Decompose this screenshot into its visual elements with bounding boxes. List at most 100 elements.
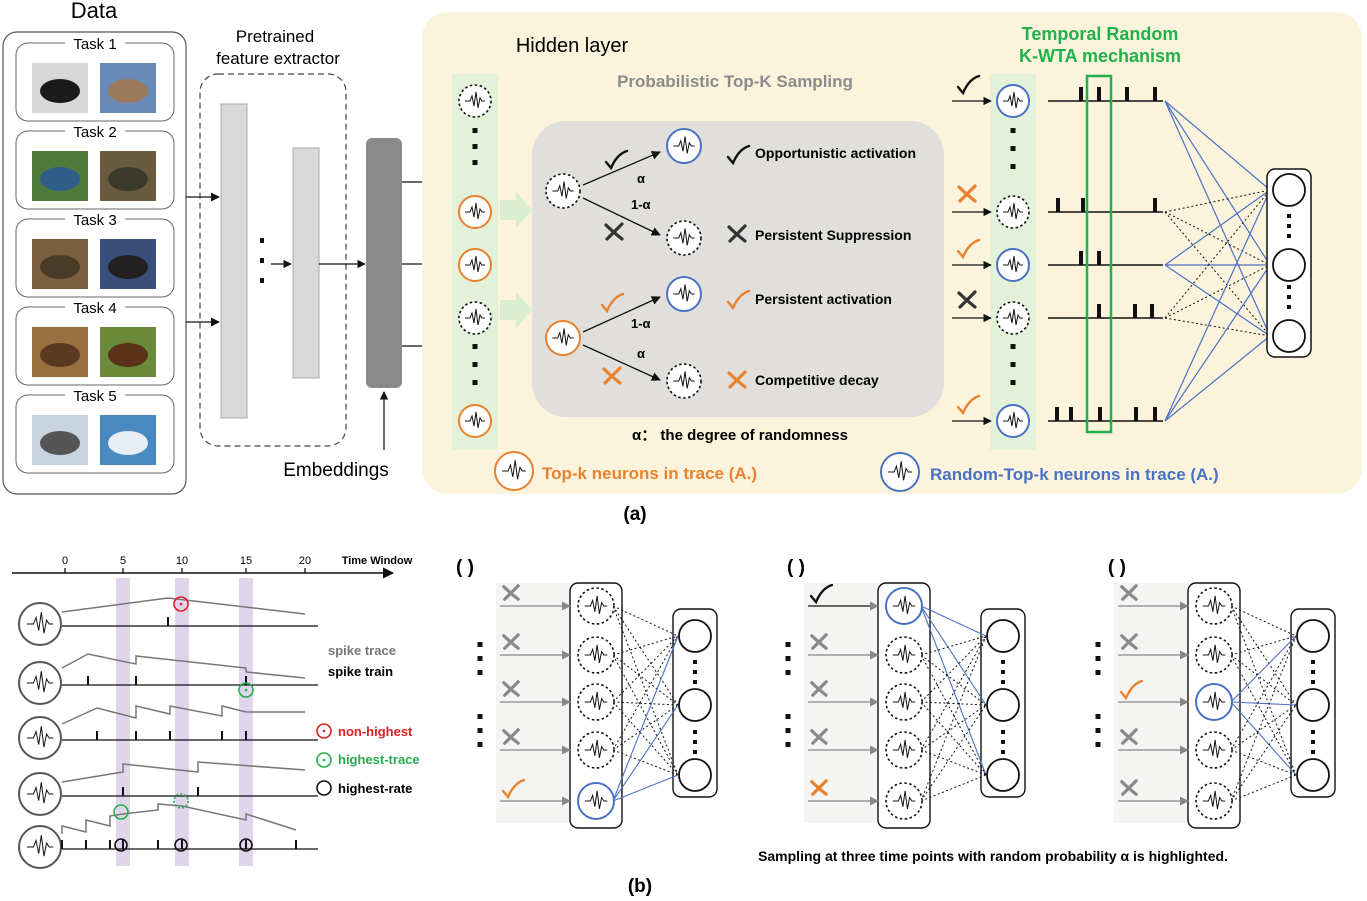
synapse: [612, 635, 679, 703]
tick-label: 10: [176, 555, 188, 567]
ellipsis-dots: [477, 642, 483, 675]
neuron-topk: [458, 195, 492, 229]
cross-icon: [957, 184, 977, 203]
synapse: [612, 605, 679, 776]
neuron-dashed: [545, 173, 581, 209]
spike: [1069, 407, 1073, 421]
synapse: [920, 704, 987, 802]
output-neuron: [986, 758, 1020, 792]
neuron-topk: [458, 248, 492, 282]
spike: [1125, 87, 1129, 101]
legend-topk-neuron: [494, 451, 534, 491]
alpha-label: α: [637, 346, 645, 361]
synapse: [612, 635, 679, 802]
tick-label: 15: [240, 555, 252, 567]
neuron-dashed: [666, 363, 702, 399]
synapse: [1164, 100, 1271, 337]
legend-random: Random-Top-k neurons in trace (A.): [930, 465, 1219, 484]
synapse: [1230, 605, 1297, 776]
cross-icon: [602, 366, 622, 385]
ellipsis-dots: [1010, 128, 1016, 169]
output-neuron: [1296, 619, 1330, 653]
ellipsis-dots: [1287, 285, 1291, 309]
sampling-box: [532, 121, 944, 417]
cross-icon: [1120, 779, 1138, 796]
neuron-random-topk: [996, 404, 1030, 438]
ellipsis-dots: [1095, 714, 1101, 747]
spike: [181, 840, 183, 849]
timeline-neuron: [18, 716, 62, 760]
outcome-decay: Competitive decay: [755, 372, 879, 388]
spike: [245, 731, 247, 740]
spike-trace: [61, 597, 306, 615]
ellipsis-dots: [785, 714, 791, 747]
synapse: [1230, 635, 1297, 703]
legend-black-circle: [316, 780, 332, 796]
task-box: Task 1: [15, 36, 175, 122]
sampling-tree: α1-α1-αα: [545, 128, 751, 399]
timeline-neuron: [18, 602, 62, 646]
spike-trace: [61, 653, 306, 679]
synapse: [920, 749, 987, 776]
synapse: [920, 635, 987, 751]
neuron-dashed: [577, 636, 615, 674]
spike: [85, 840, 87, 849]
data-title: Data: [71, 0, 118, 23]
timeline-neuron: [18, 661, 62, 705]
network-panels: [477, 582, 1336, 829]
cross-icon: [727, 370, 747, 389]
caption-b: (b): [628, 876, 652, 897]
output-neuron: [678, 758, 712, 792]
cross-icon: [957, 290, 977, 309]
task-label: Task 1: [73, 36, 116, 53]
neuron-dashed: [1195, 782, 1233, 820]
extractor-layer-1: [220, 103, 248, 419]
tick-label: 0: [62, 555, 68, 567]
spike: [1081, 198, 1085, 212]
output-neuron: [1272, 319, 1306, 353]
synapse: [920, 654, 987, 776]
left-neurons: [458, 84, 492, 438]
spike-train-label: spike train: [328, 664, 393, 679]
legend-highest-rate: highest-rate: [338, 781, 412, 796]
neuron-dashed: [577, 731, 615, 769]
output-neuron: [986, 688, 1020, 722]
ellipsis-dots: [1010, 344, 1016, 385]
synapse: [920, 605, 987, 776]
spike: [295, 840, 297, 849]
cross-icon: [810, 633, 828, 650]
highest-trace-marker: [173, 793, 189, 809]
synapse: [1230, 701, 1297, 706]
extractor-label-2: feature extractor: [216, 49, 340, 68]
check-icon: [501, 778, 526, 800]
neuron-topk: [458, 404, 492, 438]
output-neuron: [986, 619, 1020, 653]
synapse: [1164, 100, 1271, 266]
synapse: [612, 704, 679, 751]
extractor-label-1: Pretrained: [236, 27, 314, 46]
legend-red-circle: [316, 723, 332, 739]
synapse: [920, 701, 987, 706]
neuron-dashed: [666, 220, 702, 256]
output-neuron: [678, 619, 712, 653]
ellipsis-dots: [693, 660, 697, 684]
legend-random-neuron: [880, 452, 920, 492]
extractor-box: [199, 73, 347, 447]
sample-band: [116, 578, 130, 866]
embeddings-label: Embeddings: [283, 460, 389, 481]
ellipsis-dots: [785, 642, 791, 675]
synapse: [612, 701, 679, 776]
neuron-dashed: [577, 683, 615, 721]
synapse: [1230, 654, 1297, 776]
neuron-dashed: [885, 731, 923, 769]
synapse: [1230, 701, 1297, 776]
neuron-topk: [545, 320, 581, 356]
spike: [221, 731, 223, 740]
synapse: [1164, 264, 1271, 319]
synapse: [1164, 264, 1271, 337]
neuron-dashed: [458, 301, 492, 335]
synapse: [1230, 774, 1297, 802]
ellipsis-dots: [477, 714, 483, 747]
highest-rate-marker: [114, 838, 128, 852]
ellipsis-dots: [472, 344, 478, 385]
